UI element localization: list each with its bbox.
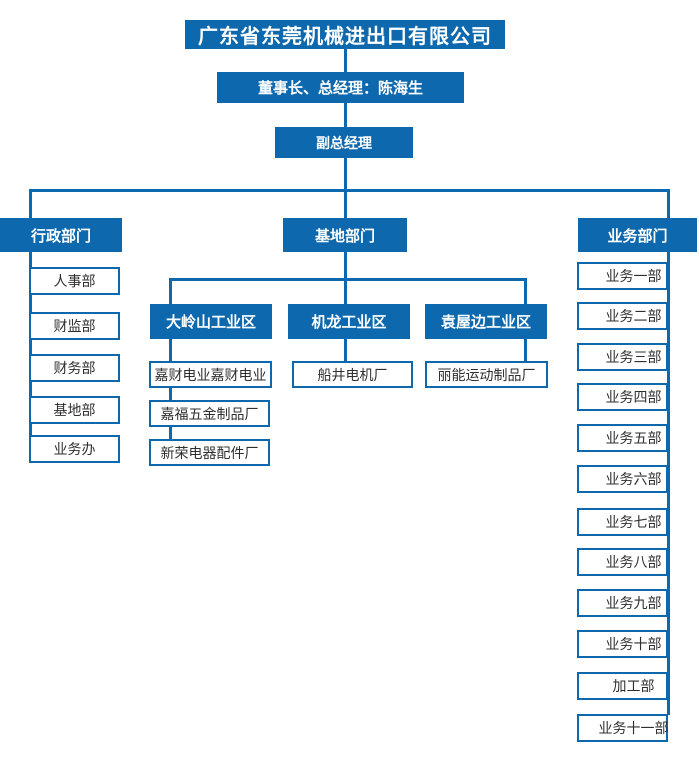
yuanwubian-child-link — [524, 338, 527, 362]
node-business-dept-3: 业务三部 — [577, 343, 668, 371]
drop-to-yuanwubian-zone — [524, 278, 527, 305]
node-business-dept-11: 业务十一部 — [577, 714, 669, 742]
drop-to-dalingshan-zone — [169, 278, 172, 305]
node-yuanwubian-zone: 袁屋边工业区 — [425, 304, 547, 339]
node-personnel-dept: 人事部 — [29, 267, 120, 295]
node-business-dept-6: 业务六部 — [577, 465, 668, 493]
business-spine — [667, 252, 670, 715]
jilong-child-link — [344, 338, 347, 362]
main-branch-connector — [29, 189, 670, 192]
dalingshan-child-link-2 — [169, 387, 172, 401]
drop-to-admin-header — [29, 189, 32, 219]
line-company-to-chairman — [344, 48, 347, 73]
node-dalingshan-zone: 大岭山工业区 — [150, 304, 272, 339]
node-company-title: 广东省东莞机械进出口有限公司 — [185, 20, 505, 49]
node-finance-supervision-dept: 财监部 — [29, 312, 120, 340]
drop-to-base-header — [344, 189, 347, 219]
drop-to-business-header — [667, 189, 670, 219]
node-business-dept-9: 业务九部 — [577, 589, 668, 617]
node-business-dept-header: 业务部门 — [578, 218, 697, 252]
node-xinrong-electric-parts-factory: 新荣电器配件厂 — [149, 439, 270, 466]
line-chairman-to-deputy — [344, 103, 347, 128]
node-lineng-sports-products-factory: 丽能运动制品厂 — [425, 361, 548, 388]
node-jiafu-hardware-factory: 嘉福五金制品厂 — [149, 400, 270, 427]
node-base-dept-header: 基地部门 — [283, 218, 407, 252]
dalingshan-child-link-1 — [169, 338, 172, 362]
node-business-dept-4: 业务四部 — [577, 383, 668, 411]
node-processing-dept: 加工部 — [577, 672, 668, 700]
node-finance-dept: 财务部 — [29, 354, 120, 382]
node-jiacai-electric-factory: 嘉财电业嘉财电业 — [149, 361, 272, 388]
drop-to-jilong-zone — [344, 278, 347, 305]
node-deputy-gm: 副总经理 — [275, 127, 413, 158]
line-deputy-to-main-connector — [344, 158, 347, 191]
zone-connector — [169, 278, 527, 281]
node-business-dept-1: 业务一部 — [577, 262, 668, 290]
admin-spine — [29, 252, 32, 436]
dalingshan-child-link-3 — [169, 426, 172, 440]
node-business-dept-2: 业务二部 — [577, 302, 668, 330]
node-base-dept: 基地部 — [29, 396, 120, 424]
node-business-dept-8: 业务八部 — [577, 548, 668, 576]
node-business-dept-10: 业务十部 — [577, 630, 668, 658]
node-admin-dept-header: 行政部门 — [0, 218, 122, 252]
node-business-dept-7: 业务七部 — [577, 508, 668, 536]
node-chairman-gm: 董事长、总经理：陈海生 — [217, 72, 464, 103]
node-business-office: 业务办 — [29, 435, 120, 463]
node-funai-motor-factory: 船井电机厂 — [292, 361, 413, 388]
node-business-dept-5: 业务五部 — [577, 424, 668, 452]
node-jilong-zone: 机龙工业区 — [288, 304, 410, 339]
base-spine — [344, 252, 347, 281]
